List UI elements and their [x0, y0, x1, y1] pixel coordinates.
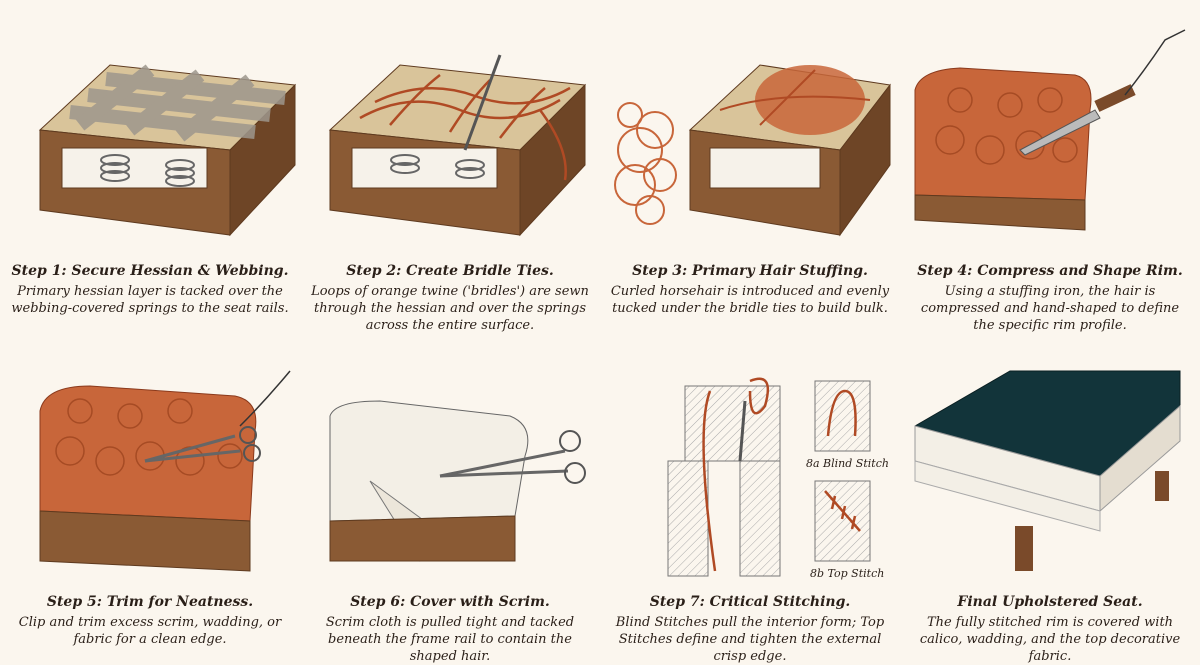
step-7-description: Blind Stitches pull the interior form; T…: [615, 615, 885, 664]
step-5-illustration: [39, 370, 291, 572]
step-3-illustration: [614, 64, 891, 237]
step-2-panel: Step 2: Create Bridle Ties. Loops of ora…: [300, 0, 600, 333]
step-5-description: Clip and trim excess scrim, wadding, or …: [18, 615, 282, 647]
step-4-illustration: [914, 29, 1186, 231]
step-3-title: Step 3: Primary Hair Stuffing.: [632, 263, 868, 279]
step-4-title: Step 4: Compress and Shape Rim.: [917, 263, 1183, 279]
final-title: Final Upholstered Seat.: [957, 594, 1143, 610]
step-7-panel: 8a Blind Stitch 8b Top Stitch Step 7: Cr…: [600, 331, 900, 664]
final-illustration: [914, 370, 1181, 571]
step-3-panel: Step 3: Primary Hair Stuffing. Curled ho…: [600, 0, 900, 331]
step-7-title: Step 7: Critical Stitching.: [649, 594, 851, 610]
step-2-title: Step 2: Create Bridle Ties.: [346, 263, 554, 279]
step-4-panel: Step 4: Compress and Shape Rim. Using a …: [900, 0, 1200, 333]
step-1-title: Step 1: Secure Hessian & Webbing.: [11, 263, 289, 279]
step-1-panel: Step 1: Secure Hessian & Webbing. Primar…: [0, 0, 300, 331]
step-5-panel: Step 5: Trim for Neatness. Clip and trim…: [0, 331, 300, 662]
step-6-description: Scrim cloth is pulled tight and tacked b…: [325, 615, 575, 664]
step-6-panel: Step 6: Cover with Scrim. Scrim cloth is…: [300, 331, 600, 664]
step-2-description: Loops of orange twine ('bridles') are se…: [311, 284, 589, 333]
step-4-description: Using a stuffing iron, the hair is compr…: [920, 284, 1180, 333]
top-stitch-label: 8b Top Stitch: [810, 567, 885, 580]
step-5-title: Step 5: Trim for Neatness.: [46, 594, 254, 610]
final-description: The fully stitched rim is covered with c…: [919, 615, 1181, 664]
blind-stitch-label: 8a Blind Stitch: [806, 457, 889, 470]
final-panel: Final Upholstered Seat. The fully stitch…: [900, 331, 1200, 664]
step-1-description: Primary hessian layer is tacked over the…: [11, 284, 289, 316]
step-6-illustration: [329, 400, 586, 562]
step-1-illustration: [38, 64, 297, 237]
step-3-description: Curled horsehair is introduced and evenl…: [610, 284, 890, 316]
step-2-illustration: [328, 54, 587, 237]
step-7-illustration: [667, 377, 871, 577]
step-6-title: Step 6: Cover with Scrim.: [350, 594, 550, 610]
